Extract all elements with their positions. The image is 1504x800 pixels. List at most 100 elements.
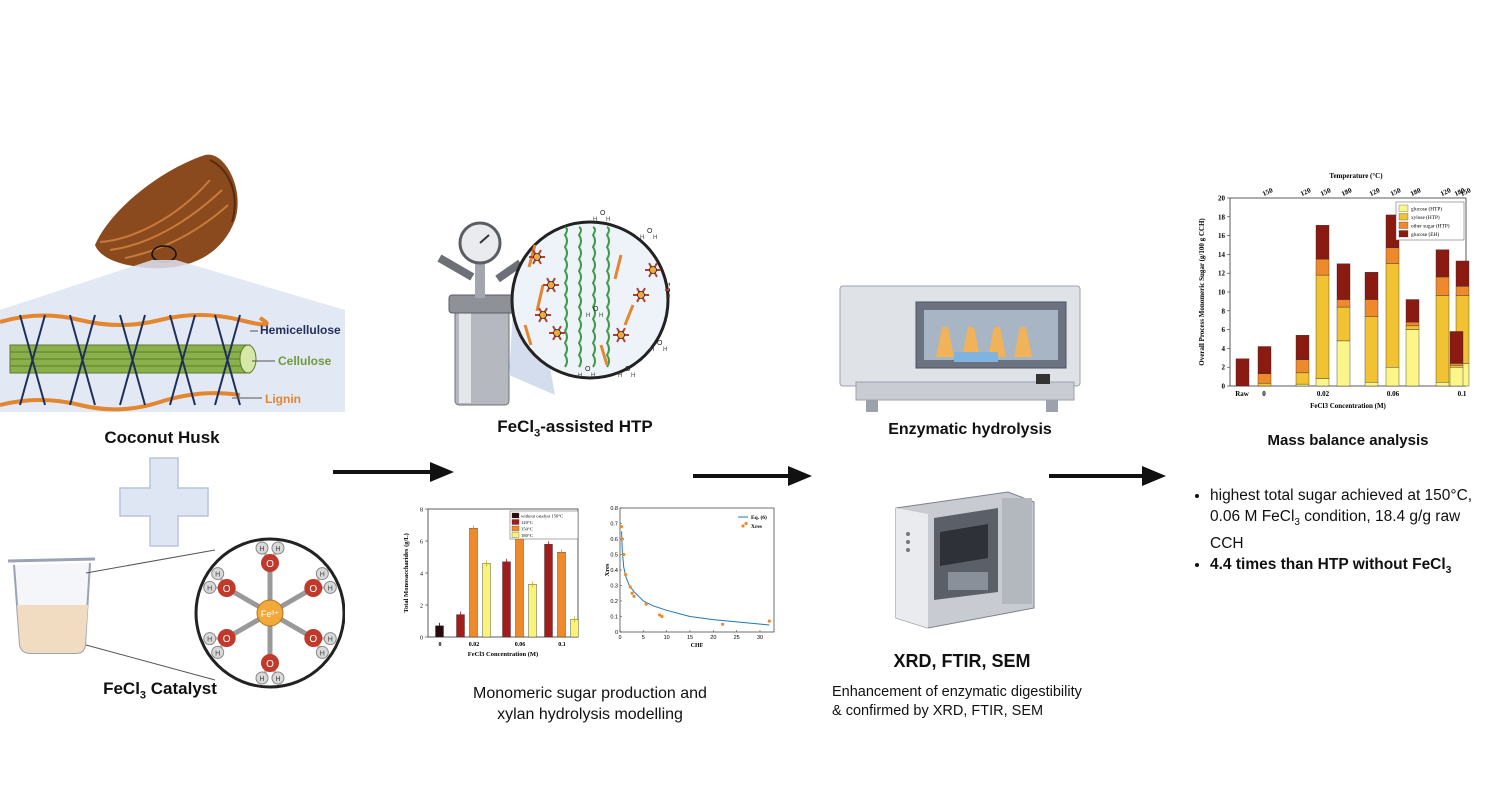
y-tick-label: 4 (420, 572, 423, 578)
x-tick-label: 0.02 (469, 642, 480, 648)
bar (544, 544, 553, 638)
legend-marker (741, 524, 745, 528)
coconut-husk-icon (95, 154, 238, 269)
legend-label: 150°C (521, 527, 533, 532)
hydrogen-atom (203, 632, 217, 646)
oxygen-atom (261, 554, 279, 572)
oxygen-atom (217, 629, 236, 647)
stacked-bar-segment (1364, 382, 1379, 387)
legend-label: without catalyst 150°C (521, 514, 563, 519)
oxygen-label: O (585, 366, 591, 373)
lignin-fragment (613, 254, 623, 280)
catalyst-title: FeCl3 Catalyst (103, 679, 217, 702)
data-point (644, 602, 648, 606)
lignin-fragment (599, 344, 609, 366)
hydrogen-label: H (207, 585, 212, 592)
y-tick-label: 14 (1218, 251, 1226, 259)
y-tick-label: 0.3 (610, 584, 618, 590)
hydrogen-atom (255, 671, 269, 685)
hydrogen-label: H (599, 313, 603, 319)
cellulose-strand (591, 226, 596, 368)
lignin-fragment (523, 324, 533, 346)
hydrogen-label: H (207, 637, 212, 644)
data-point (744, 521, 748, 526)
data-point (620, 537, 624, 541)
hydrogen-label: H (215, 650, 220, 657)
stacked-bar-segment (1385, 247, 1400, 264)
x-axis-label: FeCl3 Concentration (M) (1310, 402, 1386, 410)
data-point (628, 585, 632, 589)
x-tick-label: 15 (687, 635, 693, 641)
hydrogen-label: H (606, 217, 610, 223)
modelling-caption: Monomeric sugar production and xylan hyd… (473, 685, 707, 723)
legend-label: Xres (751, 524, 762, 530)
x-tick-label: 0.06 (515, 642, 526, 648)
hemicellulose-label: Hemicellulose (260, 323, 341, 337)
legend-swatch (1398, 213, 1409, 221)
hydrogen-label: H (586, 313, 590, 319)
y-axis-label: Total Monosaccharides (g/L) (403, 533, 410, 613)
stacked-bar-segment (1435, 295, 1450, 383)
mass-balance-title: Mass balance analysis (1267, 432, 1429, 449)
y-tick-label: 0.8 (610, 506, 618, 512)
hydrogen-label: H (328, 585, 333, 592)
iron-atom (649, 266, 657, 274)
xrd-instrument-illustration (895, 491, 1035, 629)
bar (528, 583, 537, 638)
hydrogen-label: H (631, 373, 635, 379)
iron-atom (533, 253, 541, 261)
stacked-bar-segment (1449, 365, 1464, 368)
stacked-bar-segment (1295, 335, 1310, 360)
top-axis-label: Temperature (°C) (1329, 172, 1383, 180)
x-axis-label: CHF (691, 643, 704, 649)
stacked-bar-segment (1364, 299, 1379, 317)
stacked-bar-segment (1364, 272, 1379, 300)
oxygen-label: O (647, 228, 653, 235)
incubator-shaker-illustration (839, 285, 1081, 412)
y-tick-label: 0.5 (610, 553, 618, 559)
temperature-tick-label: 150 (1389, 186, 1402, 198)
y-tick-label: 8 (420, 508, 423, 514)
hydrogen-atom (203, 580, 217, 594)
cellulose-strand (605, 226, 610, 368)
cellulose-label: Cellulose (278, 354, 332, 368)
lignin-fragment (623, 304, 635, 326)
y-tick-label: 18 (1218, 213, 1226, 221)
legend-swatch (1398, 204, 1409, 212)
temperature-tick-label: 180 (1409, 186, 1422, 198)
lignin-fragment (535, 284, 545, 312)
y-tick-label: 0.7 (610, 522, 618, 528)
iron-atom (617, 331, 625, 339)
y-tick-label: 6 (1222, 326, 1226, 334)
data-point (767, 619, 771, 623)
stacked-bar-segment (1257, 346, 1272, 374)
data-point (619, 525, 623, 529)
legend-label: glucose (EH) (1411, 231, 1439, 238)
enzymatic-title: Enzymatic hydrolysis (888, 421, 1052, 438)
stacked-bar-segment (1364, 316, 1379, 383)
data-point (622, 552, 626, 557)
bar (456, 614, 465, 638)
hydrogen-label: H (259, 546, 264, 553)
y-tick-label: 2 (1222, 364, 1226, 372)
characterization-caption: Enhancement of enzymatic digestibility &… (832, 684, 1082, 719)
findings-list: highest total sugar achieved at 150°C, 0… (1192, 485, 1492, 581)
x-axis-label: FeCl3 Concentration (M) (468, 651, 538, 658)
plus-icon (119, 457, 209, 547)
data-point (658, 613, 662, 617)
oxygen-label: O (266, 559, 274, 570)
oxygen-label: O (223, 584, 231, 595)
y-tick-label: 0.6 (610, 537, 618, 543)
legend-label: other sugar (HTP) (1411, 223, 1450, 230)
arrow-right-icon (1049, 466, 1166, 486)
temperature-tick-label: 150 (1261, 186, 1274, 198)
y-tick-label: 0 (615, 630, 618, 636)
stacked-bar-segment (1315, 258, 1330, 276)
hydrogen-atom (211, 645, 225, 659)
y-tick-label: 0.1 (610, 615, 618, 621)
temperature-tick-label: 120 (1368, 186, 1381, 198)
hydrogen-label: H (591, 373, 595, 379)
